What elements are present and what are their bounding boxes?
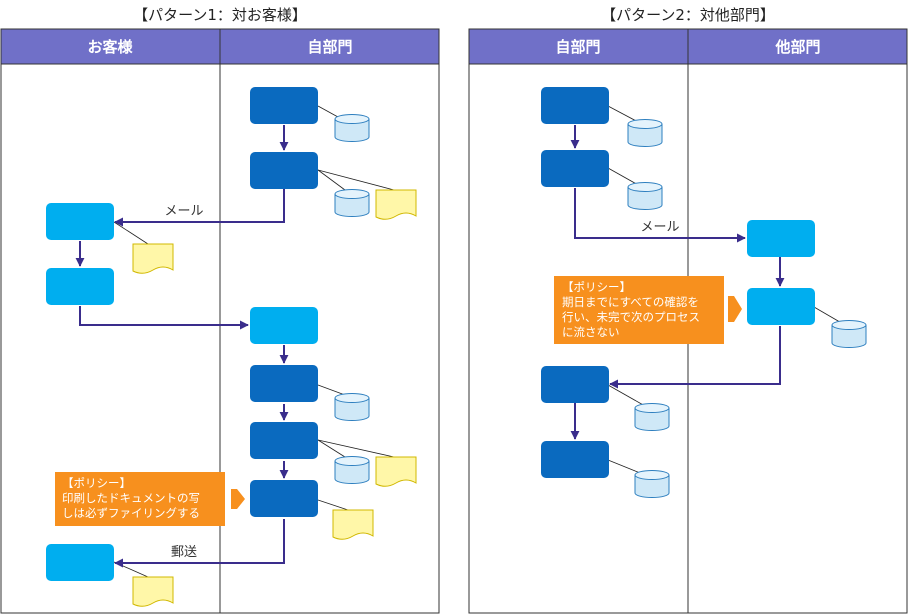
p1-mail-label: メール <box>164 204 203 219</box>
cylinder-icon <box>634 403 670 431</box>
cylinder-icon <box>634 470 670 498</box>
p2-own-process-3 <box>541 366 609 403</box>
pattern2-title: 【パターン2：対他部門】 <box>601 6 775 24</box>
p2-mail-label: メール <box>640 220 679 235</box>
chevron-right-icon <box>231 489 245 509</box>
p1-policy-line1: 印刷したドキュメントの写 <box>62 491 200 505</box>
p2-policy-line3: に流さない <box>562 325 620 339</box>
p2-other-process-2 <box>747 288 815 325</box>
p1-post-label: 郵送 <box>171 545 197 560</box>
p1-own-process-3 <box>250 307 318 344</box>
p2-own-process-1 <box>541 87 609 124</box>
cylinder-icon <box>831 320 867 348</box>
p1-policy-line2: しは必ずファイリングする <box>62 506 200 520</box>
pattern2-panel: 【パターン2：対他部門】 自部門 他部門 <box>468 6 908 614</box>
p1-own-process-4 <box>250 365 318 402</box>
p2-policy-callout: 【ポリシー】 期日までにすべての確認を 行い、未完で次のプロセス に流さない <box>554 276 724 344</box>
p2-policy-line1: 期日までにすべての確認を <box>562 295 699 309</box>
pattern2-lane-other-dept: 他部門 <box>774 38 820 56</box>
p1-own-process-2 <box>250 152 318 189</box>
cylinder-icon <box>627 119 663 147</box>
p1-customer-process-3 <box>46 544 114 581</box>
pattern1-lane-own-dept: 自部門 <box>307 38 352 56</box>
p1-customer-process-1 <box>46 203 114 240</box>
cylinder-icon <box>334 456 370 484</box>
p2-connector-mail <box>574 188 746 243</box>
cylinder-icon <box>334 114 370 142</box>
p1-own-process-6 <box>250 480 318 517</box>
p1-connector-post <box>114 519 285 568</box>
p1-connector-mail <box>114 189 285 227</box>
pattern1-lane-customer: お客様 <box>87 38 133 56</box>
chevron-right-icon <box>728 296 742 322</box>
p2-other-process-1 <box>747 220 815 257</box>
cylinder-icon <box>334 393 370 421</box>
cylinder-icon <box>334 189 370 217</box>
p1-connector-3 <box>79 306 249 330</box>
p2-policy-title: 【ポリシー】 <box>562 280 631 294</box>
p1-policy-callout: 【ポリシー】 印刷したドキュメントの写 しは必ずファイリングする <box>55 472 225 526</box>
p2-connector-3 <box>609 326 781 389</box>
pattern1-panel: 【パターン1：対お客様】 お客様 自部門 <box>0 6 440 614</box>
p2-own-process-4 <box>541 441 609 478</box>
cylinder-icon <box>627 182 663 210</box>
p2-policy-line2: 行い、未完で次のプロセス <box>562 310 700 324</box>
p1-policy-title: 【ポリシー】 <box>62 476 131 490</box>
pattern2-lane-own-dept: 自部門 <box>555 38 600 56</box>
p1-own-process-1 <box>250 87 318 124</box>
p1-customer-process-2 <box>46 268 114 305</box>
pattern1-title: 【パターン1：対お客様】 <box>133 6 307 24</box>
p1-own-process-5 <box>250 422 318 459</box>
p2-own-process-2 <box>541 150 609 187</box>
